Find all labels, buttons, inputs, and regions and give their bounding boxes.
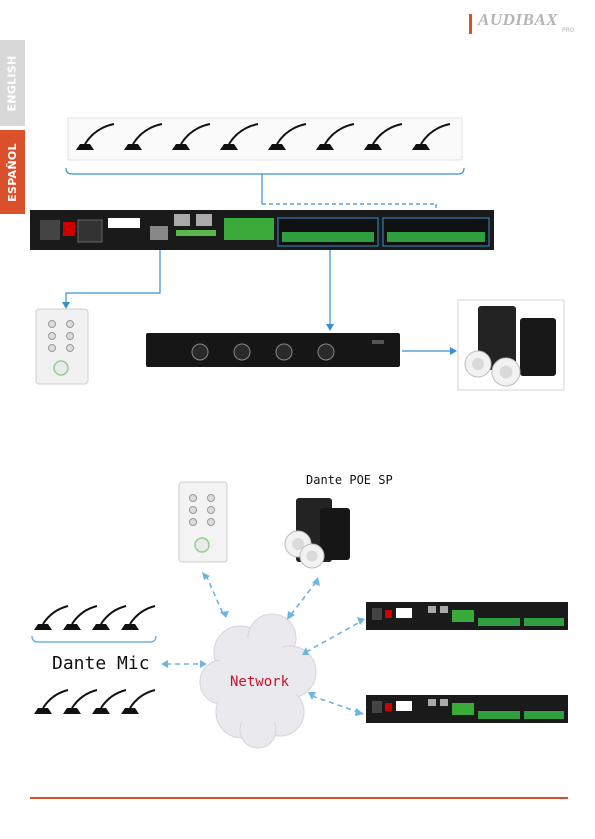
microphone-icon [92,606,126,630]
mic-bracket [32,636,156,642]
microphone-array-analog [68,118,462,160]
dante-mic-row-top [34,606,155,630]
network-label: Network [230,674,290,690]
microphone-icon [63,606,97,630]
dante-mic-row-bottom [34,690,155,714]
mic-bracket-line [66,168,464,212]
microphone-icon [63,690,97,714]
wall-control-panel [36,309,88,384]
microphone-icon [121,690,155,714]
microphone-icon [34,690,68,714]
wired-system-diagram [0,0,595,420]
audio-processor-rack [30,210,494,250]
dante-poe-speakers [285,498,350,568]
dante-processor-unit-1 [366,602,568,630]
footer-rule [30,797,568,799]
microphone-icon [121,606,155,630]
power-amplifier [146,333,400,367]
microphone-icon [92,690,126,714]
dante-mic-label: Dante Mic [52,653,150,674]
microphone-icon [34,606,68,630]
dante-processor-unit-2 [366,695,568,723]
dante-speaker-label: Dante POE SP [306,473,393,487]
dante-wall-control-panel [179,482,227,562]
speakers-image [458,300,564,390]
dante-network-diagram: Dante POE SP Dante Mic Network [0,420,595,780]
